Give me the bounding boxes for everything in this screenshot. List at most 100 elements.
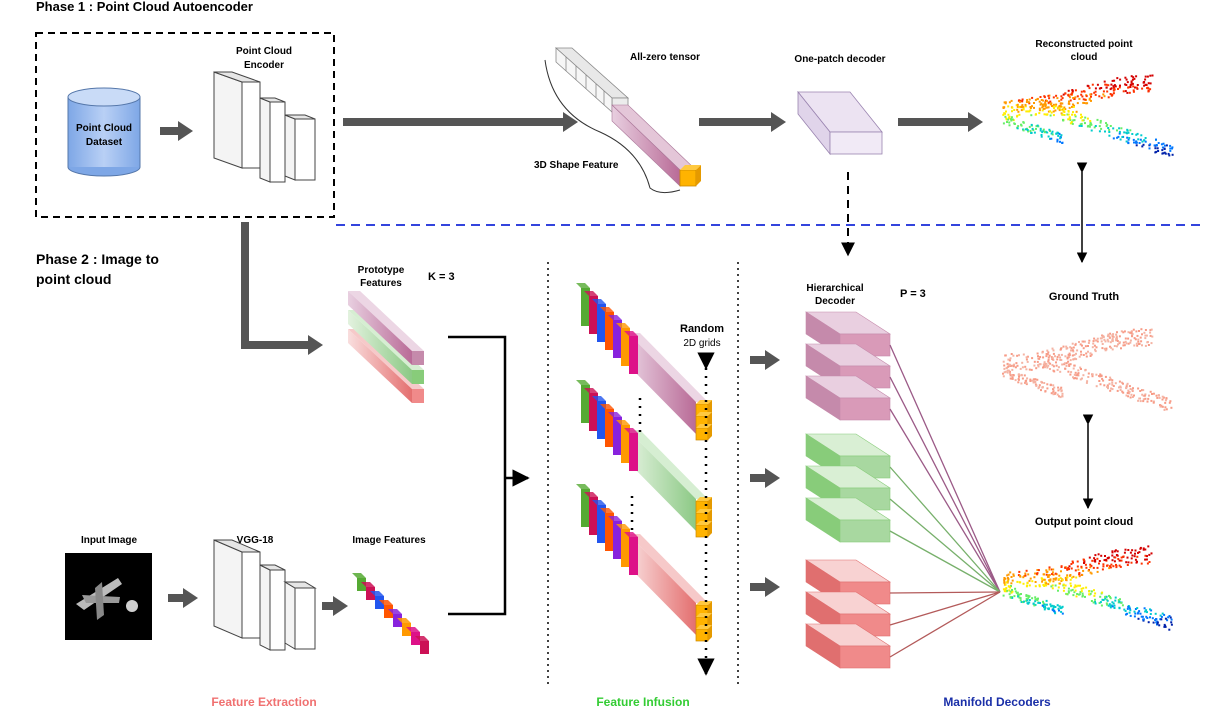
point	[1106, 599, 1109, 602]
point	[1106, 90, 1109, 93]
point	[1118, 130, 1121, 133]
point	[1071, 576, 1073, 579]
point	[1144, 397, 1147, 400]
point	[1111, 550, 1114, 553]
point	[1088, 97, 1091, 100]
point	[1136, 344, 1139, 347]
point	[1163, 151, 1166, 154]
point	[1143, 394, 1146, 397]
point	[1009, 590, 1012, 593]
point	[1016, 127, 1019, 130]
input-image	[65, 553, 152, 640]
point	[1051, 584, 1054, 587]
point	[1082, 354, 1085, 356]
point	[1034, 572, 1037, 575]
point	[1031, 127, 1034, 130]
point	[1003, 371, 1006, 374]
prototype-features	[348, 291, 424, 403]
point	[1125, 613, 1127, 616]
fan-line	[889, 591, 1001, 626]
point	[1090, 564, 1093, 567]
infused-slot-top	[624, 428, 638, 433]
point	[1066, 568, 1069, 571]
point	[1047, 94, 1050, 97]
point	[1168, 615, 1171, 617]
point	[1084, 98, 1087, 101]
point	[1085, 381, 1088, 384]
point	[1107, 127, 1110, 129]
point	[1121, 136, 1124, 138]
point	[1034, 378, 1037, 381]
point	[1024, 103, 1027, 106]
point	[1106, 335, 1109, 338]
point	[1116, 129, 1118, 132]
point	[1123, 344, 1126, 347]
point	[1129, 388, 1132, 390]
point	[1147, 545, 1150, 548]
infused-slot	[629, 336, 638, 374]
point	[1111, 551, 1114, 554]
point	[1054, 578, 1057, 581]
point	[1048, 568, 1051, 571]
point	[1028, 584, 1031, 587]
point	[1039, 356, 1042, 358]
point	[1124, 90, 1127, 93]
point	[1113, 84, 1116, 87]
point	[1072, 103, 1074, 106]
point	[1010, 119, 1013, 122]
point	[1158, 624, 1161, 627]
point	[1109, 389, 1112, 392]
infused-bar	[628, 534, 696, 635]
point	[1043, 362, 1046, 365]
point	[1072, 376, 1074, 379]
point	[1051, 358, 1054, 360]
point	[1127, 131, 1130, 134]
point	[1045, 584, 1048, 587]
point	[1025, 368, 1028, 371]
point	[1075, 595, 1078, 598]
point	[1040, 380, 1043, 383]
infused-slot-top	[584, 492, 598, 497]
point	[1011, 368, 1014, 371]
point	[1141, 615, 1144, 618]
point	[1160, 143, 1163, 146]
point	[1158, 394, 1160, 397]
one-patch-decoder-label: One-patch decoder	[794, 54, 885, 65]
infused-slot-top	[576, 283, 590, 288]
point	[1072, 367, 1075, 370]
point	[1051, 604, 1054, 607]
point	[1145, 84, 1148, 86]
point	[1144, 344, 1147, 347]
point	[1024, 380, 1027, 383]
dataset-label-line1: Point Cloud	[76, 123, 132, 134]
point	[1004, 588, 1007, 591]
point	[1100, 340, 1103, 343]
point	[1119, 84, 1121, 87]
point	[1048, 580, 1051, 583]
point	[1150, 399, 1153, 402]
point	[1087, 372, 1090, 375]
point	[1070, 349, 1072, 352]
point	[1133, 615, 1136, 618]
point	[1066, 574, 1069, 577]
point	[1031, 357, 1034, 360]
point	[1036, 360, 1039, 363]
point	[1051, 130, 1054, 133]
point	[1050, 605, 1053, 608]
point	[1106, 338, 1109, 341]
point	[1008, 121, 1011, 124]
point	[1148, 561, 1151, 563]
point	[1034, 98, 1037, 101]
point	[1120, 330, 1123, 333]
ground-truth-point-cloud	[1002, 328, 1173, 411]
infused-slot-top	[624, 532, 638, 537]
point	[1068, 106, 1071, 109]
point	[1125, 131, 1128, 134]
point	[1142, 619, 1145, 622]
point	[1117, 88, 1119, 90]
point	[1146, 611, 1148, 614]
point	[1032, 380, 1035, 383]
point	[1057, 366, 1060, 369]
point	[1145, 615, 1148, 618]
image-feature-slot-top	[370, 591, 384, 596]
